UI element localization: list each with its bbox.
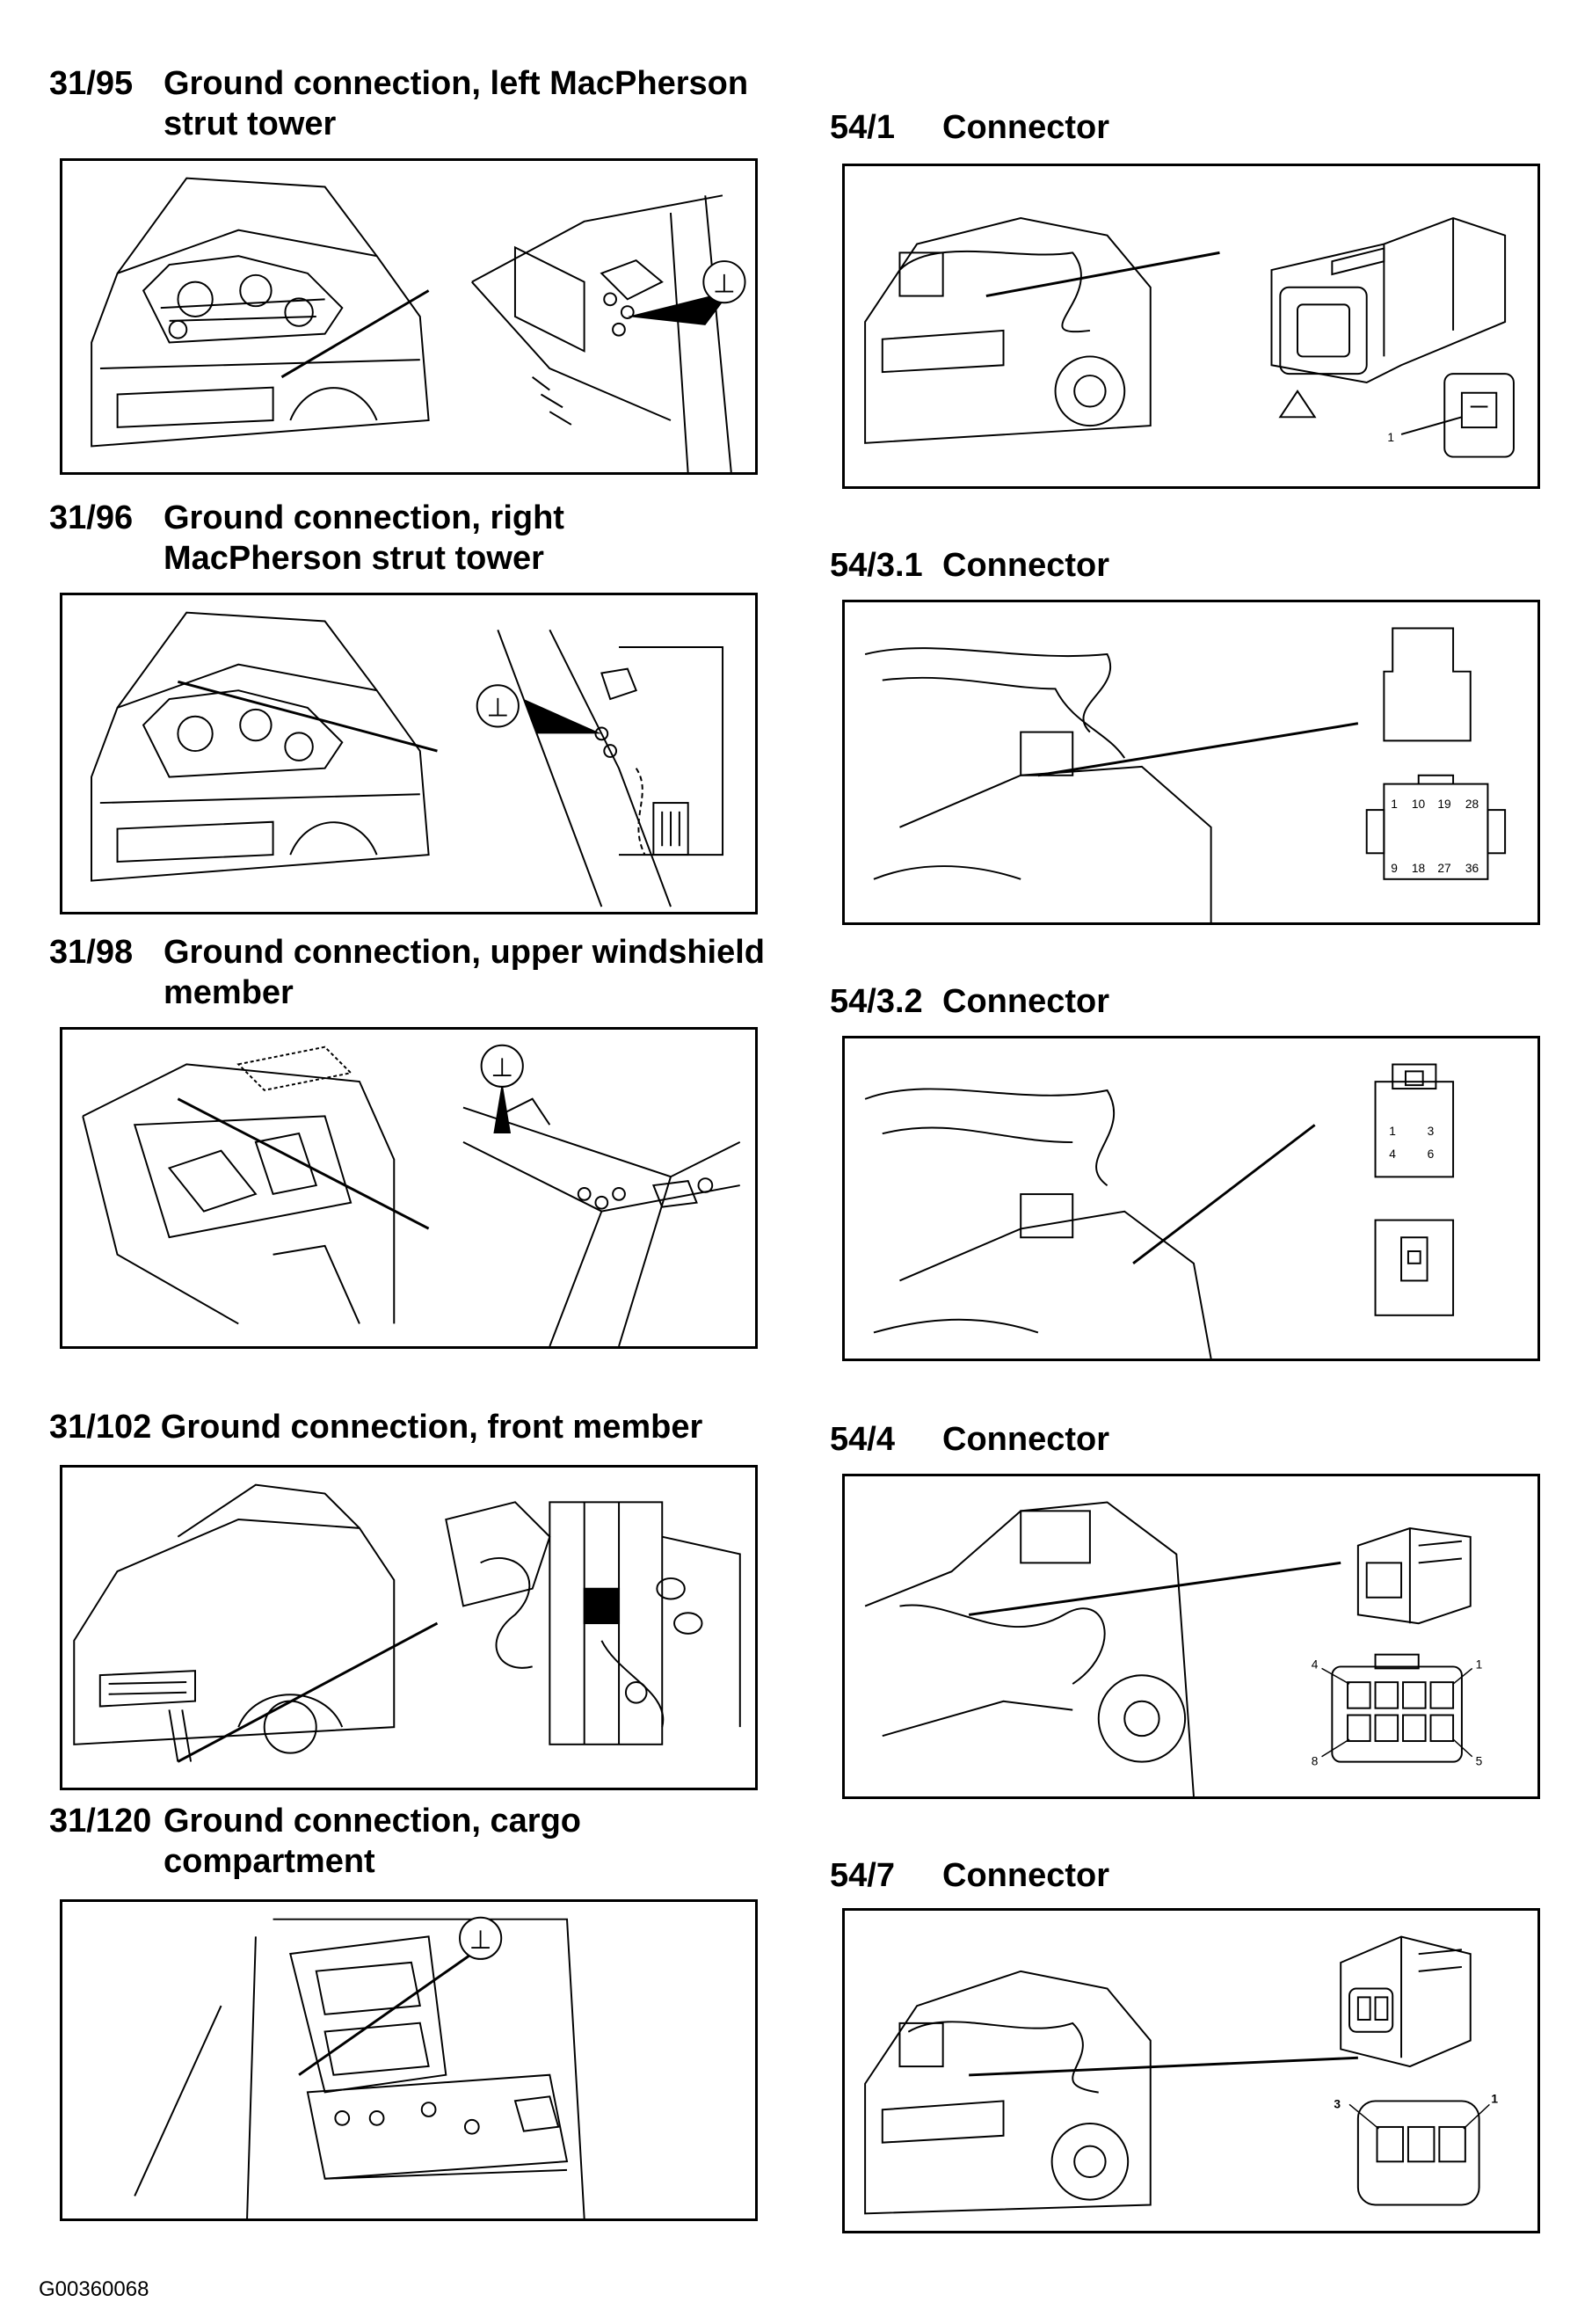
pin-label: 1 [1476,1657,1483,1671]
pin-label: 8 [1312,1755,1319,1768]
connector-54-4-illustration: 4 1 8 5 [864,1501,1483,1796]
pin-label: 6 [1428,1147,1435,1161]
caption-title: Connector [942,109,1109,146]
diagram-31-98: ⊥ [60,1027,758,1349]
pin-label: 1 [1391,798,1398,811]
caption-code: 31/98 [49,934,134,971]
pin-label: 28 [1465,798,1479,811]
cargo-compartment-illustration: ⊥ [134,1916,585,2218]
caption-code: 54/3.1 [830,547,923,584]
pin-label: 3 [1334,2097,1341,2110]
connector-54-1-illustration: 1 [864,216,1515,458]
ground-symbol: ⊥ [491,1053,513,1082]
windshield-member-illustration: ⊥ [82,1044,741,1346]
caption-title: Connector [942,547,1109,584]
connector-54-7-illustration: 3 1 [864,1935,1498,2215]
engine-bay-left-illustration: ⊥ [91,177,746,472]
caption-code: 31/102 [49,1409,152,1446]
caption-54-3-2: 54/3.2 Connector [830,981,1109,1022]
ground-symbol: ⊥ [469,1925,492,1955]
front-member-illustration [73,1483,741,1763]
diagram-31-95: ⊥ [60,158,758,475]
caption-title: Connector [942,1857,1109,1894]
caption-code: 54/4 [830,1421,895,1458]
pin-label: 5 [1476,1755,1483,1768]
caption-title: Connector [942,983,1109,1020]
caption-code: 31/96 [49,499,134,536]
caption-31-102: 31/102 Ground connection, front member [49,1407,702,1447]
pin-label: 1 [1491,2092,1498,2105]
caption-code: 54/7 [830,1857,895,1894]
caption-code: 31/120 [49,1803,152,1840]
ground-symbol: ⊥ [713,268,736,298]
caption-title: Connector [942,1421,1109,1458]
connector-54-3-1-illustration: 1 10 19 28 9 18 27 36 [864,627,1507,922]
diagram-31-96: ⊥ [60,593,758,914]
pin-label: 9 [1391,862,1398,875]
caption-54-1: 54/1 Connector [830,107,1109,148]
diagram-54-3-1: 1 10 19 28 9 18 27 36 [842,600,1540,925]
pin-label: 36 [1465,862,1479,875]
caption-54-3-1: 54/3.1 Connector [830,545,1109,586]
pin-label: 4 [1312,1657,1319,1671]
engine-bay-right-illustration: ⊥ [91,611,724,907]
caption-code: 54/1 [830,109,895,146]
ground-symbol: ⊥ [486,693,509,723]
caption-54-4: 54/4 Connector [830,1419,1109,1460]
pin-label: 18 [1412,862,1426,875]
diagram-54-1: 1 [842,164,1540,489]
diagram-31-102 [60,1465,758,1790]
pin-label: 1 [1389,1125,1396,1138]
pin-label: 3 [1428,1125,1435,1138]
caption-54-7: 54/7 Connector [830,1855,1109,1896]
caption-31-98: 31/98 Ground connection, upper windshield… [49,932,765,1013]
caption-code: 54/3.2 [830,983,923,1020]
connector-54-3-2-illustration: 1 3 4 6 [864,1063,1455,1359]
diagram-54-7: 3 1 [842,1908,1540,2233]
pin-label: 1 [1387,431,1394,444]
diagram-31-120: ⊥ [60,1899,758,2221]
diagram-54-4: 4 1 8 5 [842,1474,1540,1799]
caption-title: Ground connection, front member [160,1409,703,1446]
caption-code: 31/95 [49,65,134,102]
figure-code: G00360068 [39,2277,149,2301]
pin-label: 27 [1437,862,1450,875]
pin-label: 4 [1389,1147,1396,1161]
pin-label: 19 [1437,798,1450,811]
diagram-54-3-2: 1 3 4 6 [842,1036,1540,1361]
pin-label: 10 [1412,798,1426,811]
